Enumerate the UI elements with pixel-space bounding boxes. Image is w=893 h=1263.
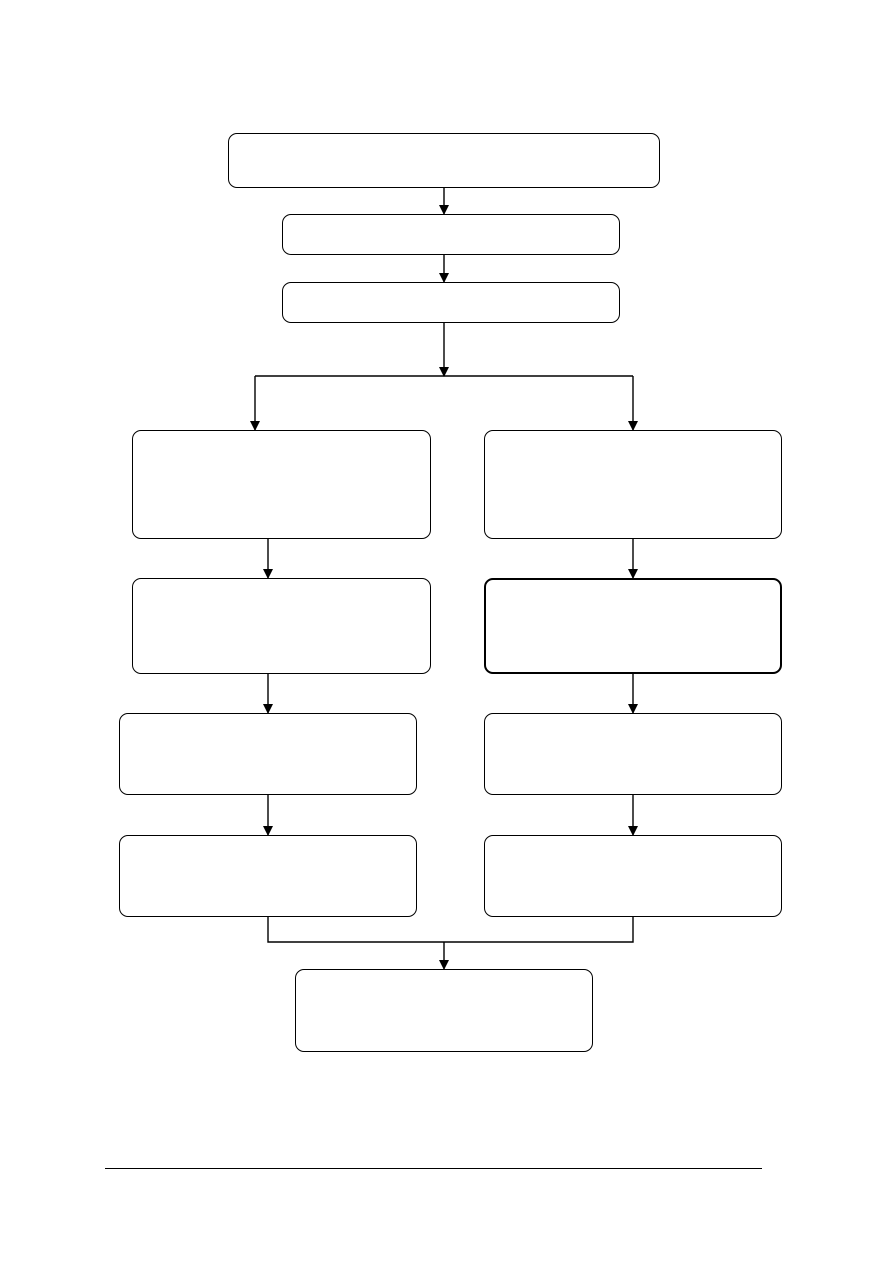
flow-box-final [295, 969, 593, 1052]
flow-box-left-branch-1 [132, 430, 431, 539]
footer-rule [105, 1168, 762, 1169]
flow-box-right-branch-3 [484, 713, 782, 795]
connector-merge [267, 917, 634, 943]
flow-box-step-3 [282, 282, 620, 323]
flow-box-right-branch-2-highlighted [484, 578, 782, 674]
flow-box-step-2 [282, 214, 620, 255]
flow-box-right-branch-1 [484, 430, 782, 539]
flow-box-left-branch-3 [119, 713, 417, 795]
flow-box-left-branch-4 [119, 835, 417, 917]
flow-box-start [228, 133, 660, 188]
flow-box-right-branch-4 [484, 835, 782, 917]
flow-box-left-branch-2 [132, 578, 431, 674]
